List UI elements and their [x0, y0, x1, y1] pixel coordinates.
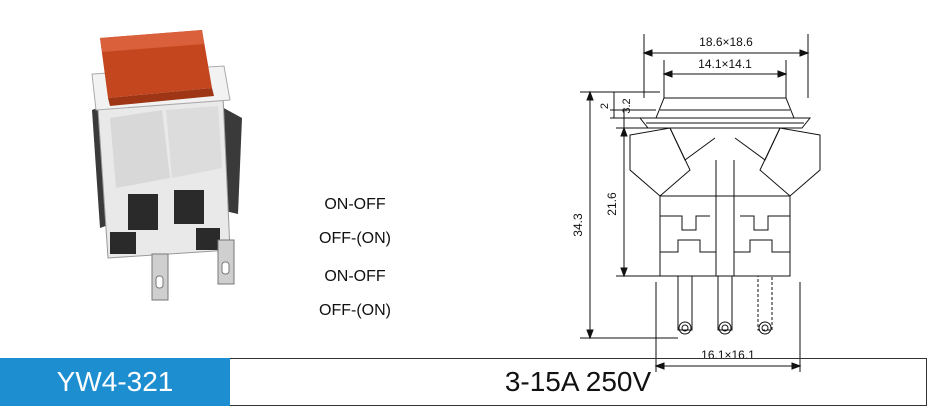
dim-inner-width: 14.1×14.1: [698, 57, 752, 71]
dim-cap-height-b: 3.2: [621, 98, 633, 113]
dim-cap-height-a: 2: [599, 103, 611, 109]
model-number: YW4-321: [0, 358, 230, 406]
mode-label: ON-OFF: [324, 196, 386, 213]
spec-bar: YW4-321 3-15A 250V: [0, 352, 930, 412]
dim-outer-width: 18.6×18.6: [699, 35, 753, 49]
dimension-drawing: 18.6×18.6 14.1×14.1: [560, 20, 860, 380]
rating-label: 3-15A 250V: [230, 358, 927, 406]
push-button-switch-icon: [91, 30, 242, 301]
dim-total-height: 34.3: [571, 213, 585, 237]
product-photo: [70, 18, 270, 318]
mode-label: OFF-(ON): [319, 302, 391, 319]
dimension-drawing-icon: 18.6×18.6 14.1×14.1: [571, 34, 821, 372]
mode-label: OFF-(ON): [319, 230, 391, 247]
mode-label: ON-OFF: [324, 268, 386, 285]
dim-body-height: 21.6: [605, 192, 619, 216]
